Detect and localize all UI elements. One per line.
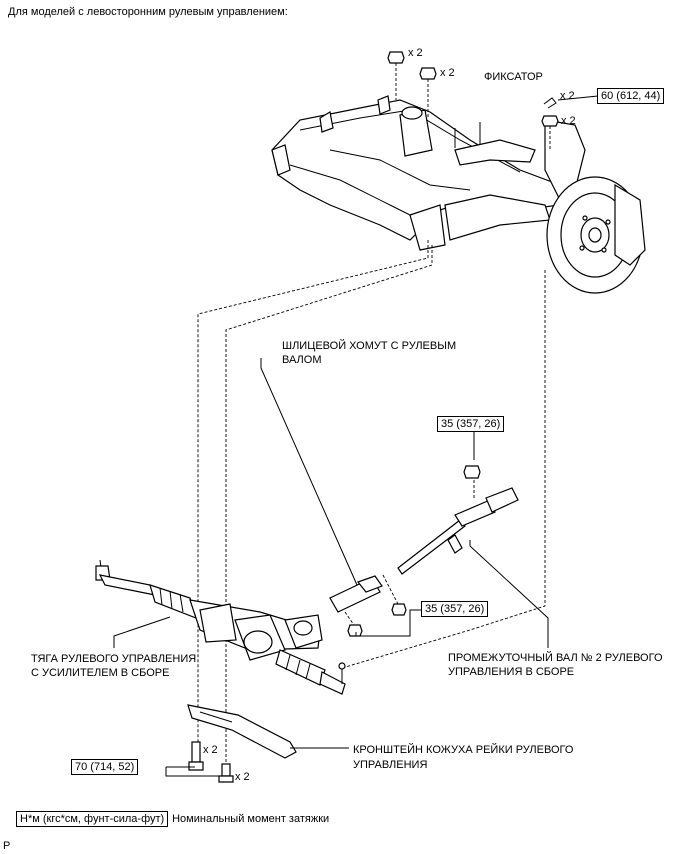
spline-clamp-label-line1: ШЛИЦЕВОЙ ХОМУТ С РУЛЕВЫМ [282,340,457,352]
knuckle-and-brake-disc [544,119,646,294]
bolt-quantity-2: x 2 [235,771,250,783]
shaft-label-line1: ПРОМЕЖУТОЧНЫЙ ВАЛ № 2 РУЛЕВОГО [448,652,663,664]
rack-label-line2: С УСИЛИТЕЛЕМ В СБОРЕ [31,667,170,679]
torque-box-70: 70 (714, 52) [71,759,139,775]
nut-quantity-1: x 2 [408,47,423,59]
bracket-bolt-1 [188,741,204,771]
knuckle-nut-quantity: x 2 [561,115,576,127]
spline-clamp-label-line2: ВАЛОМ [282,354,322,366]
torque-box-60: 60 (612, 44) [597,88,665,104]
fixer-quantity: x 2 [560,90,575,102]
bracket-label-line2: УПРАВЛЕНИЯ [353,759,428,771]
shaft-label-line2: УПРАВЛЕНИЯ В СБОРЕ [448,666,575,678]
steering-rack-drawing [95,559,346,695]
intermediate-shaft-drawing [397,465,519,575]
bracket-label-line1: КРОНШТЕЙН КОЖУХА РЕЙКИ РУЛЕВОГО [353,744,574,756]
rack-housing-bracket-drawing [187,704,297,759]
top-nut-1 [387,51,405,100]
fixer-pin [543,97,557,109]
bolt-quantity-1: x 2 [203,744,218,756]
bracket-bolt-2 [218,763,234,783]
torque-box-35-bottom: 35 (357, 26) [421,601,489,617]
torque-box-35-top: 35 (357, 26) [437,416,505,432]
knuckle-nut [541,115,559,150]
legend-description: : Номинальный момент затяжки [166,813,330,825]
nut-quantity-2: x 2 [440,67,455,79]
top-nut-2 [419,67,437,118]
page-title: Для моделей с левосторонним рулевым упра… [8,6,288,18]
figure-code: P [3,840,11,852]
legend-unit-box: Н*м (кгс*см, фунт-сила-фут) [16,811,169,827]
rack-label-line1: ТЯГА РУЛЕВОГО УПРАВЛЕНИЯ [31,653,197,665]
front-subframe-drawing [271,95,561,251]
fixer-label: ФИКСАТОР [484,71,543,83]
spline-clamp-drawing [329,575,407,637]
